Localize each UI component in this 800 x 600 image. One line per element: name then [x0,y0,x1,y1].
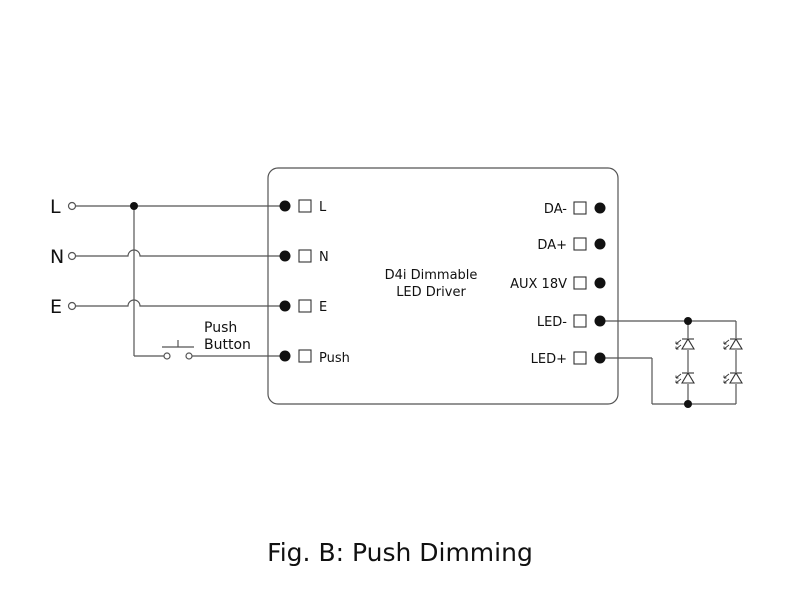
push-button-contact-left [163,352,171,360]
mains-terminal-n [67,251,77,261]
terminal-dot-l [279,200,291,212]
terminal-label-l: L [319,200,327,215]
terminal-dot-push [279,350,291,362]
terminal-dot-da-plus [594,238,606,250]
terminal-box-led-plus [573,351,587,365]
terminal-label-da-plus: DA+ [537,238,567,253]
driver-title-line2: LED Driver [396,285,466,300]
terminal-box-push [298,349,312,363]
terminal-dot-e [279,300,291,312]
terminal-dot-aux-18v [594,277,606,289]
led-junction-top [684,317,692,325]
terminal-label-n: N [319,250,329,265]
led-icon [675,337,695,350]
led-array [675,337,743,384]
terminal-box-da-minus [573,201,587,215]
led-icon [675,371,695,384]
right-terminals: DA- DA+ AUX 18V LED- LED+ [510,201,606,367]
led-icon [723,371,743,384]
terminal-box-l [298,199,312,213]
driver-title-line1: D4i Dimmable [385,268,478,283]
terminal-label-push: Push [319,351,350,366]
push-button-label-line1: Push [204,320,237,336]
terminal-dot-n [279,250,291,262]
terminal-box-e [298,299,312,313]
wires [76,205,737,405]
terminal-box-da-plus [573,237,587,251]
push-button-label-line2: Button [204,337,251,353]
terminal-dot-da-minus [594,202,606,214]
terminal-label-led-minus: LED- [537,315,567,330]
left-terminals: L N E Push [279,199,350,366]
terminal-label-da-minus: DA- [544,202,567,217]
mains-terminal-l [67,201,77,211]
terminal-label-aux-18v: AUX 18V [510,277,567,292]
driver-box [267,167,619,405]
mains-terminal-e [67,301,77,311]
led-junction-bottom [684,400,692,408]
junction-dot [130,202,138,210]
terminal-box-n [298,249,312,263]
mains-label-l: L [50,196,61,218]
led-icon [723,337,743,350]
terminal-label-led-plus: LED+ [531,352,567,367]
mains-label-n: N [50,246,64,268]
terminal-dot-led-minus [594,315,606,327]
figure-caption: Fig. B: Push Dimming [267,538,533,567]
mains-label-e: E [50,296,62,318]
push-button-contact-right [185,352,193,360]
terminal-dot-led-plus [594,352,606,364]
terminal-label-e: E [319,300,327,315]
terminal-box-led-minus [573,314,587,328]
terminal-box-aux-18v [573,276,587,290]
